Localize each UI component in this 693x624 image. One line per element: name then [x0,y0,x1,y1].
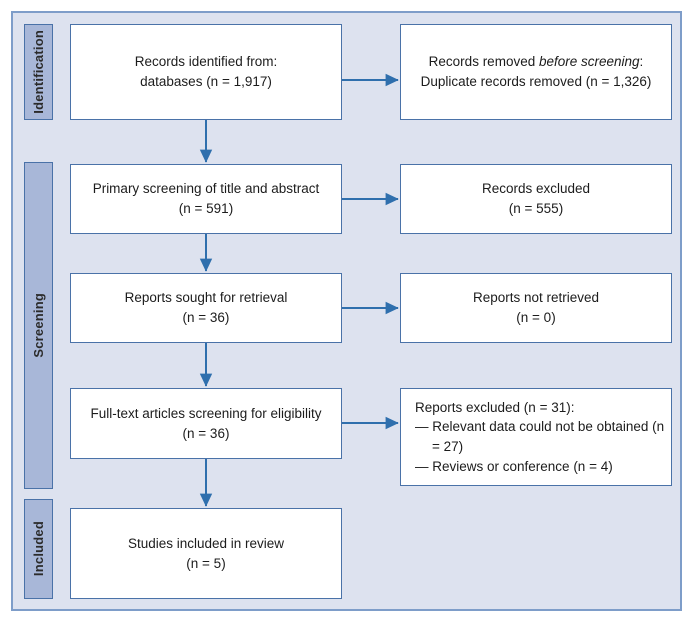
connector-layer [13,13,684,613]
node-reports-excluded: Reports excluded (n = 31): — Relevant dat… [400,388,672,486]
records-removed-line1-prefix: Records removed [428,54,539,70]
reports-sought-line1: Reports sought for retrieval [124,290,288,306]
records-excluded-line2: (n = 555) [508,201,564,216]
node-included-studies-text: Studies included in review (n = 5) [120,534,292,573]
node-reports-sought-text: Reports sought for retrieval (n = 36) [117,288,296,327]
records-removed-line1-italic: before screening [538,54,640,70]
records-identified-line2: databases (n = 1,917) [140,74,272,89]
node-reports-excluded-text: Reports excluded (n = 31): — Relevant dat… [401,398,671,476]
node-records-removed: Records removed before screening: Duplica… [400,24,672,120]
reports-excluded-line1: Reports excluded (n = 31): [415,399,575,415]
node-records-excluded-text: Records excluded (n = 555) [474,179,598,218]
node-records-excluded: Records excluded (n = 555) [400,164,672,234]
node-primary-screening: Primary screening of title and abstract (… [70,164,342,234]
node-included-studies: Studies included in review (n = 5) [70,508,342,599]
primary-screening-line1: Primary screening of title and abstract [92,181,320,197]
diagram-frame: Identification Screening Included Record… [11,11,682,611]
fulltext-screening-line2: (n = 36) [182,425,230,441]
phase-band-screening: Screening [24,162,53,489]
included-studies-line2: (n = 5) [186,555,226,571]
records-identified-line1: Records identified from: [134,54,278,70]
node-reports-not-retrieved: Reports not retrieved (n = 0) [400,273,672,343]
records-removed-line2: Duplicate records removed (n = 1,326) [420,74,652,89]
reports-sought-line2: (n = 36) [182,310,230,325]
reports-not-retrieved-line1: Reports not retrieved [472,290,600,306]
records-removed-line1-suffix: : [639,54,644,70]
node-reports-sought: Reports sought for retrieval (n = 36) [70,273,342,343]
node-primary-screening-text: Primary screening of title and abstract (… [85,179,328,218]
records-excluded-line1: Records excluded [481,181,591,197]
node-fulltext-screening-text: Full-text articles screening for eligibi… [82,404,329,443]
phase-band-included: Included [24,499,53,599]
phase-band-identification: Identification [24,24,53,120]
included-studies-line1: Studies included in review [127,535,285,551]
node-records-identified: Records identified from: databases (n = 1… [70,24,342,120]
reports-not-retrieved-line2: (n = 0) [516,310,556,325]
primary-screening-line2: (n = 591) [178,201,234,216]
node-reports-not-retrieved-text: Reports not retrieved (n = 0) [465,288,607,327]
node-records-identified-text: Records identified from: databases (n = 1… [127,52,286,91]
node-fulltext-screening: Full-text articles screening for eligibi… [70,388,342,459]
reports-excluded-line3: — Reviews or conference (n = 4) [415,458,613,474]
node-records-removed-text: Records removed before screening: Duplica… [413,52,660,91]
reports-excluded-line2: — Relevant data could not be obtained (n… [415,419,665,454]
fulltext-screening-line1: Full-text articles screening for eligibi… [90,405,322,421]
